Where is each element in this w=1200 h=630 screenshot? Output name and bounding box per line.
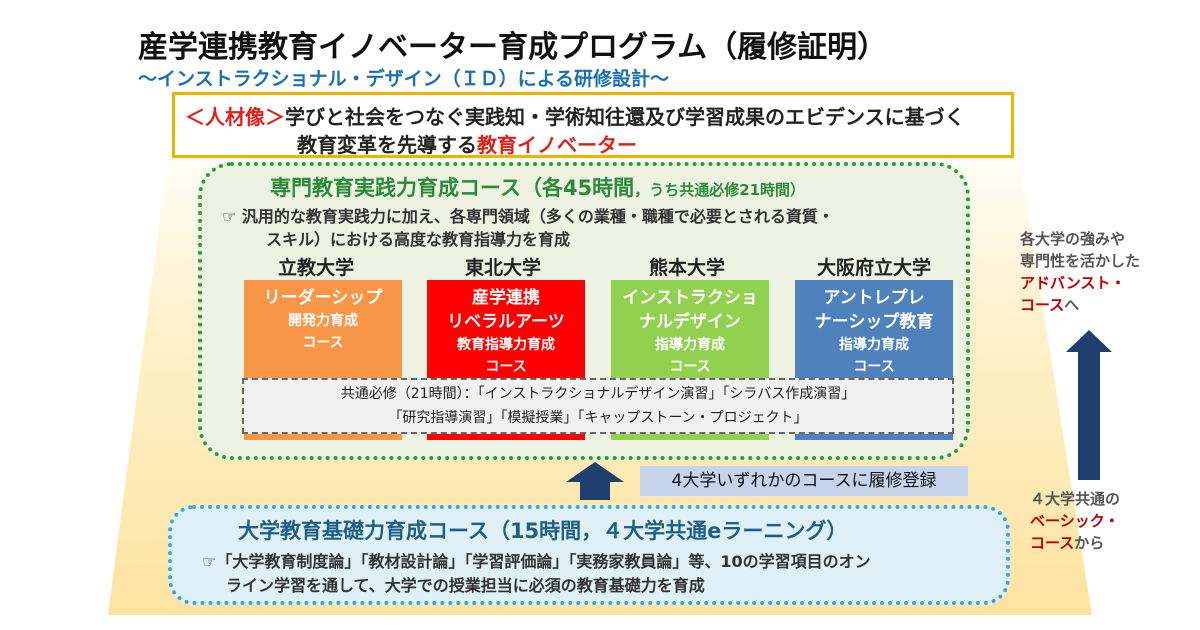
course-kumamoto-line4: コース <box>669 359 711 375</box>
advanced-note-suffix: へ <box>1064 296 1080 314</box>
course-osaka-line4: コース <box>853 359 895 375</box>
persona-tag: ＜人材像＞ <box>185 105 285 129</box>
basic-course-title: 大学教育基礎力育成コース（15時間，４大学共通eラーニング） <box>238 519 848 543</box>
basic-course-note: ４大学共通の ベーシック・ コースから <box>1030 488 1120 554</box>
specialized-course-title: 専門教育実践力育成コース（各45時間，うち共通必修21時間） <box>270 172 805 202</box>
course-tohoku-line4: コース <box>485 359 527 375</box>
specialized-desc-line2: スキル）における高度な教育指導力を育成 <box>266 230 571 249</box>
basic-desc-line1: ☞「大学教育制度論」「教材設計論」「学習評価論」「実務家教員論」等、10の学習項… <box>202 552 871 571</box>
advanced-course-note: 各大学の強みや 専門性を活かした アドバンスト・ コースへ <box>1020 228 1140 316</box>
specialized-title-small: ，うち共通必修21時間） <box>634 181 806 199</box>
university-name-tohoku: 東北大学 <box>464 257 541 279</box>
basic-note-line2: ベーシック・ <box>1030 512 1120 530</box>
course-tohoku-line1: 産学連携 <box>472 288 540 308</box>
course-kumamoto-line3: 指導力育成 <box>655 337 725 353</box>
register-label: 4大学いずれかのコースに履修登録 <box>640 466 968 496</box>
advanced-note-line4: コース <box>1020 296 1065 314</box>
page-subtitle: ～インストラクショナル・デザイン（ＩＤ）による研修設計～ <box>138 68 670 90</box>
persona-line2: 教育変革を先導する教育イノベーター <box>297 129 637 158</box>
university-name-osaka: 大阪府立大学 <box>816 257 931 279</box>
specialized-title-main: 専門教育実践力育成コース（各45時間 <box>270 176 635 200</box>
common-required-box: 共通必修（21時間）：「インストラクショナルデザイン演習」「シラバス作成演習」 … <box>242 378 954 434</box>
advanced-note-line1: 各大学の強みや <box>1020 230 1126 248</box>
common-required-line1: 共通必修（21時間）：「インストラクショナルデザイン演習」「シラバス作成演習」 <box>340 386 856 402</box>
up-arrow-large-icon <box>1066 330 1112 480</box>
advanced-note-line2: 専門性を活かした <box>1020 252 1141 270</box>
course-tohoku-line3: 教育指導力育成 <box>457 337 555 353</box>
course-rikkyo-line1: リーダーシップ <box>263 288 383 308</box>
page-title: 産学連携教育イノベーター育成プログラム（履修証明） <box>138 30 888 65</box>
persona-line1: ＜人材像＞学びと社会をつなぐ実践知・学術知往還及び学習成果のエビデンスに基づく <box>185 101 965 130</box>
basic-desc-line2: ライン学習を通して、大学での授業担当に必須の教育基礎力を育成 <box>226 576 705 595</box>
basic-note-line3: コース <box>1030 534 1075 552</box>
university-name-rikkyo: 立教大学 <box>277 257 354 279</box>
university-name-kumamoto: 熊本大学 <box>648 257 725 279</box>
course-osaka-line2: ナーシップ教育 <box>814 312 934 332</box>
up-arrow-small-icon <box>566 462 624 500</box>
specialized-desc-line1: ☞ 汎用的な教育実践力に加え、各専門領域（多くの業種・職種で必要とされる資質・ <box>222 207 834 226</box>
course-osaka-line3: 指導力育成 <box>839 337 909 353</box>
basic-course-box <box>168 505 1010 605</box>
persona-text1: 学びと社会をつなぐ実践知・学術知往還及び学習成果のエビデンスに基づく <box>285 105 965 129</box>
persona-box: ＜人材像＞学びと社会をつなぐ実践知・学術知往還及び学習成果のエビデンスに基づく … <box>172 92 1014 158</box>
course-rikkyo-line3: コース <box>302 335 344 351</box>
advanced-note-line3: アドバンスト・ <box>1020 274 1126 292</box>
specialized-course-description: ☞ 汎用的な教育実践力に加え、各専門領域（多くの業種・職種で必要とされる資質・ … <box>222 205 834 251</box>
course-kumamoto-line1: インストラクショ <box>622 288 758 308</box>
course-tohoku-line2: リベラルアーツ <box>447 312 565 332</box>
course-rikkyo-line2: 開発力育成 <box>288 313 358 329</box>
persona-text2: 教育変革を先導する <box>297 133 477 157</box>
common-required-line2: 「研究指導演習」「模擬授業」「キャップストーン・プロジェクト」 <box>388 410 808 426</box>
course-osaka-line1: アントレプレ <box>823 288 925 308</box>
course-kumamoto-line2: ナルデザイン <box>639 312 741 332</box>
persona-emphasis: 教育イノベーター <box>477 133 637 157</box>
basic-course-description: ☞「大学教育制度論」「教材設計論」「学習評価論」「実務家教員論」等、10の学習項… <box>202 550 871 598</box>
basic-note-suffix: から <box>1074 534 1105 552</box>
basic-note-line1: ４大学共通の <box>1030 490 1121 508</box>
